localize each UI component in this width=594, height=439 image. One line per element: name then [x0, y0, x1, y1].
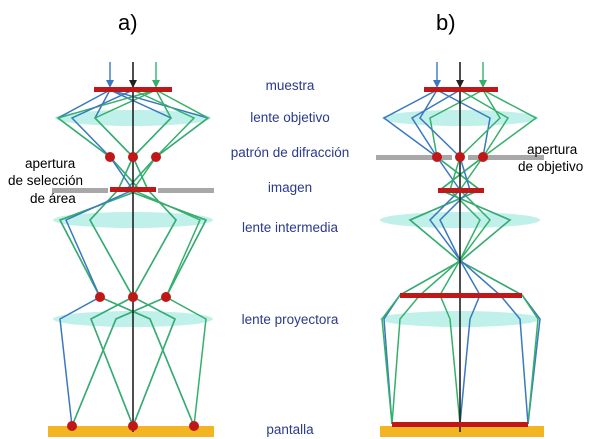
side-label-a-1: apertura [25, 156, 76, 171]
focal-point [95, 292, 105, 302]
ray-path [391, 89, 510, 425]
specimen-a [94, 87, 172, 92]
arrow-down-icon [479, 80, 487, 88]
side-label-b-1: apertura [527, 142, 578, 157]
arrow-down-icon [129, 80, 137, 88]
center-labels: muestra lente objetivo patrón de difracc… [231, 78, 350, 437]
label-lente-intermedia: lente intermedia [242, 220, 339, 235]
label-patron: patrón de difracción [231, 145, 350, 160]
ray-path [383, 89, 512, 425]
focal-point [161, 292, 171, 302]
selected-area-aperture-right [158, 188, 214, 193]
focal-point [128, 292, 138, 302]
ray-path [71, 89, 210, 427]
side-label-a-3: de área [30, 191, 76, 206]
panel-a-diagram [48, 62, 214, 437]
diffraction-spot [432, 152, 442, 162]
diffraction-spot [455, 152, 465, 162]
ray-path [410, 89, 529, 425]
arrow-down-icon [152, 80, 160, 88]
screen-a [48, 426, 214, 437]
aperture-labels-b: apertura de objetivo [518, 142, 583, 174]
arrow-down-icon [433, 80, 441, 88]
arrow-down-icon [456, 80, 464, 88]
ray-path [439, 89, 501, 425]
screen-spot [67, 421, 77, 431]
ray-path [89, 89, 176, 427]
ray-path [90, 89, 177, 427]
panel-b-diagram [376, 62, 544, 437]
intermediate-image-b [400, 293, 522, 298]
objective-aperture-left [376, 155, 452, 160]
ray-path [131, 89, 207, 427]
screen-spot [128, 421, 138, 431]
ray-path [56, 89, 195, 427]
diffraction-spot [128, 152, 138, 162]
diffraction-spot [105, 152, 115, 162]
screen-b [380, 426, 544, 437]
image-plane-b [438, 188, 484, 193]
objective-aperture-right [468, 155, 544, 160]
diffraction-spot [151, 152, 161, 162]
side-label-b-2: de objetivo [518, 159, 583, 174]
arrow-down-icon [106, 80, 114, 88]
specimen-b [424, 87, 498, 92]
final-image-b [392, 422, 528, 427]
label-lente-objetivo: lente objetivo [250, 110, 330, 125]
side-label-a-2: de selección [8, 173, 83, 188]
label-imagen: imagen [268, 180, 312, 195]
ray-path [381, 89, 538, 425]
panel-b-label: b) [436, 10, 456, 35]
panel-a-label: a) [118, 10, 138, 35]
label-pantalla: pantalla [266, 422, 314, 437]
screen-spot [189, 421, 199, 431]
ray-path [419, 89, 481, 425]
label-lente-proyectora: lente proyectora [242, 312, 339, 327]
diffraction-spot [478, 152, 488, 162]
aperture-labels-a: apertura de selección de área [8, 156, 83, 206]
ray-path [408, 89, 539, 425]
image-plane-a [110, 187, 156, 192]
selected-area-aperture-left [52, 188, 108, 193]
ray-path [59, 89, 135, 427]
label-muestra: muestra [266, 78, 315, 93]
